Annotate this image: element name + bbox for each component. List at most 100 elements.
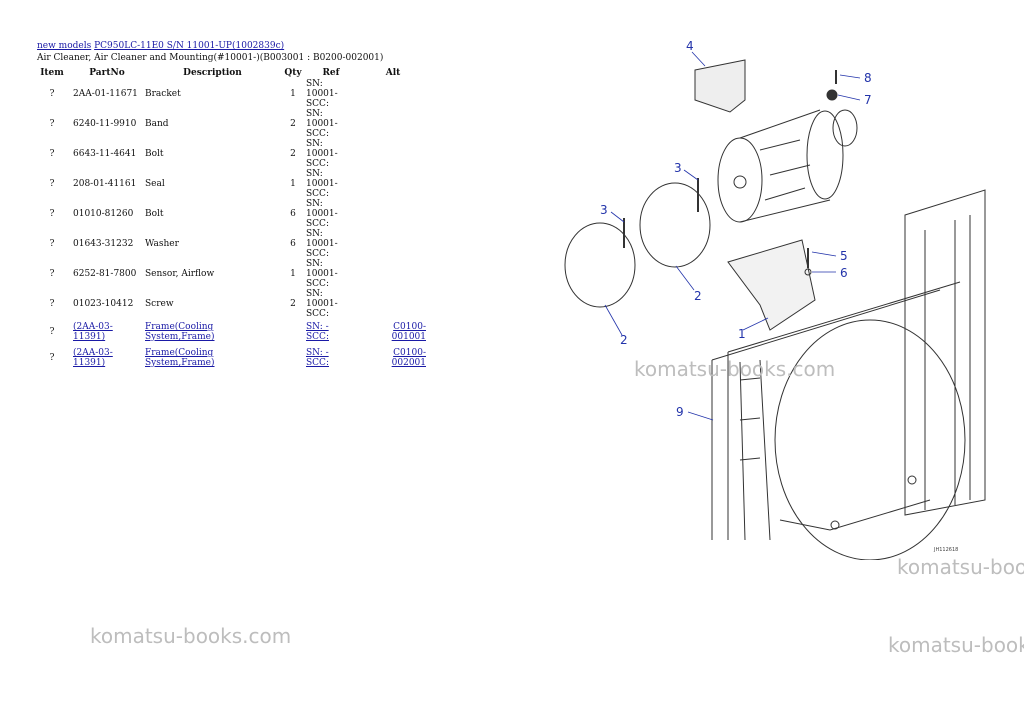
ref-sn: SN: 10001- bbox=[306, 139, 338, 159]
cell-partno: 6252-81-7800 bbox=[73, 269, 137, 279]
callout-2b: 2 bbox=[694, 289, 702, 303]
cell-qty: 1 bbox=[290, 269, 296, 279]
cell-partno: 2AA-01-11671 bbox=[73, 89, 138, 99]
ref-scc: SCC: bbox=[306, 219, 329, 229]
cell-alt bbox=[358, 109, 428, 139]
cell-description: Seal bbox=[145, 179, 165, 189]
cell-alt bbox=[358, 289, 428, 319]
header-qty: Qty bbox=[284, 67, 302, 78]
ref-sn: SN: 10001- bbox=[306, 169, 338, 189]
cell-qty: 1 bbox=[290, 89, 296, 99]
cell-item: ? bbox=[49, 179, 55, 189]
breadcrumb-model[interactable]: PC950LC-11E0 S/N 11001-UP(1002839c) bbox=[94, 41, 285, 51]
cell-partno[interactable]: (2AA-03-11391) bbox=[73, 348, 113, 368]
cell-ref: SN: 10001-SCC: bbox=[304, 169, 358, 199]
cell-item: ? bbox=[49, 239, 55, 249]
cell-qty: 2 bbox=[290, 119, 296, 129]
watermark-1: komatsu-books.com bbox=[634, 357, 836, 381]
callout-5: 5 bbox=[840, 249, 848, 263]
ref-sn: SN: - bbox=[306, 348, 329, 358]
cell-ref: SN: 10001-SCC: bbox=[304, 259, 358, 289]
header-item: Item bbox=[40, 67, 64, 78]
cell-partno: 01010-81260 bbox=[73, 209, 134, 219]
cell-description: Bolt bbox=[145, 209, 164, 219]
cell-qty: 1 bbox=[290, 179, 296, 189]
air-cleaner-housing bbox=[717, 109, 858, 223]
cell-item: ? bbox=[49, 269, 55, 279]
cell-item: ? bbox=[49, 327, 55, 337]
cell-qty bbox=[282, 319, 304, 345]
cell-qty: 2 bbox=[290, 299, 296, 309]
cell-item: ? bbox=[49, 353, 55, 363]
table-row: ? 6252-81-7800 Sensor, Airflow 1 SN: 10001-S… bbox=[33, 259, 428, 289]
callout-6: 6 bbox=[840, 266, 848, 280]
callout-1: 1 bbox=[738, 327, 746, 341]
table-row: ? (2AA-03-11391) Frame(Cooling System,Fram… bbox=[33, 319, 428, 345]
ref-scc: SCC: bbox=[306, 309, 329, 319]
ref-scc: SCC: bbox=[306, 129, 329, 139]
seal-block bbox=[694, 59, 746, 113]
cell-alt bbox=[358, 229, 428, 259]
cell-alt[interactable]: C0100-002001 bbox=[391, 348, 426, 368]
ref-scc: SCC: bbox=[306, 279, 329, 289]
cell-ref: SN: 10001-SCC: bbox=[304, 289, 358, 319]
cell-description[interactable]: Frame(Cooling System,Frame) bbox=[145, 322, 215, 342]
ref-sn: SN: 10001- bbox=[306, 259, 338, 279]
watermark-3: komatsu-books.com bbox=[90, 624, 292, 648]
ref-sn: SN: 10001- bbox=[306, 289, 338, 309]
ref-scc: SCC: bbox=[306, 159, 329, 169]
table-header-row: Item PartNo Description Qty Ref Alt bbox=[33, 66, 428, 79]
cell-ref: SN: 10001-SCC: bbox=[304, 229, 358, 259]
radiator-frame bbox=[711, 189, 986, 560]
cell-description: Screw bbox=[145, 299, 174, 309]
cell-ref[interactable]: SN: -SCC: bbox=[304, 345, 358, 371]
cell-description[interactable]: Frame(Cooling System,Frame) bbox=[145, 348, 215, 368]
callout-3a: 3 bbox=[600, 203, 608, 217]
page-header: new models PC950LC-11E0 S/N 11001-UP(100… bbox=[37, 40, 383, 64]
callout-8: 8 bbox=[864, 71, 872, 85]
callout-2a: 2 bbox=[620, 333, 628, 347]
cell-description: Sensor, Airflow bbox=[145, 269, 215, 279]
callouts: 1 2 2 3 3 4 5 6 7 8 9 bbox=[600, 39, 872, 419]
cell-item: ? bbox=[49, 119, 55, 129]
ref-sn: SN: 10001- bbox=[306, 79, 338, 99]
ref-sn: SN: 10001- bbox=[306, 109, 338, 129]
breadcrumb-new-models[interactable]: new models bbox=[37, 41, 92, 51]
header-ref: Ref bbox=[322, 67, 340, 78]
cell-ref[interactable]: SN: -SCC: bbox=[304, 319, 358, 345]
bracket bbox=[727, 239, 816, 331]
ref-scc: SCC: bbox=[306, 249, 329, 259]
cell-description: Bracket bbox=[145, 89, 181, 99]
cell-partno: 6240-11-9910 bbox=[73, 119, 137, 129]
cell-alt bbox=[358, 79, 428, 109]
cell-alt bbox=[358, 259, 428, 289]
cell-item: ? bbox=[49, 89, 55, 99]
cell-alt[interactable]: C0100-001001 bbox=[391, 322, 426, 342]
callout-7: 7 bbox=[864, 93, 872, 107]
callout-3b: 3 bbox=[674, 161, 682, 175]
cell-ref: SN: 10001-SCC: bbox=[304, 79, 358, 109]
cell-qty: 6 bbox=[290, 209, 296, 219]
cell-alt bbox=[358, 139, 428, 169]
ref-scc: SCC: bbox=[306, 99, 329, 109]
table-row: ? (2AA-03-11391) Frame(Cooling System,Fram… bbox=[33, 345, 428, 371]
cell-partno[interactable]: (2AA-03-11391) bbox=[73, 322, 113, 342]
callout-9: 9 bbox=[676, 405, 684, 419]
callout-4: 4 bbox=[686, 39, 694, 53]
cell-partno: 01643-31232 bbox=[73, 239, 134, 249]
band-2 bbox=[639, 182, 711, 268]
sensor-7 bbox=[826, 89, 838, 101]
diagram-code: JH112618 bbox=[933, 547, 958, 553]
cell-qty bbox=[282, 345, 304, 371]
cell-alt bbox=[358, 199, 428, 229]
ref-scc: SCC: bbox=[306, 189, 329, 199]
cell-ref: SN: 10001-SCC: bbox=[304, 139, 358, 169]
parts-diagram: 1 2 2 3 3 4 5 6 7 8 9 JH112618 bbox=[564, 39, 986, 560]
washer-6 bbox=[804, 268, 812, 276]
cell-item: ? bbox=[49, 299, 55, 309]
